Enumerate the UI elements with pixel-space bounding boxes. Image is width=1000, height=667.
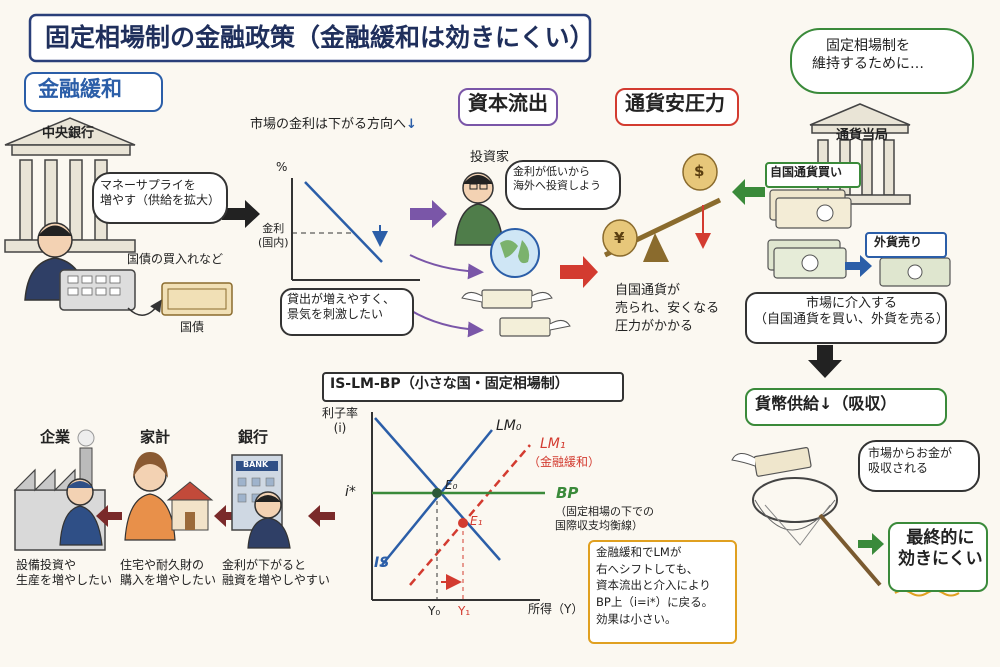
istar-label: i* (345, 484, 356, 500)
buy-domestic-label: 自国通貨買い (770, 165, 843, 179)
e0-point (432, 488, 442, 498)
flow-arrow-2 (410, 200, 447, 228)
yen-notes-icon (769, 189, 852, 229)
investor-speech: 金利が低いから 海外へ投資しよう (513, 165, 601, 192)
investor-person-icon (454, 172, 504, 246)
down-arrow-icon: ↓ (406, 117, 417, 132)
flow-arrow-1 (222, 200, 260, 228)
lm0-label: LM₀ (496, 418, 522, 434)
bond-purchase-label: 国債の買入れなど (127, 252, 224, 266)
flying-money-icon (461, 289, 571, 337)
intervene-label: 市場に介入する （自国通貨を買い、外貨を売る） (754, 296, 950, 328)
yen-symbol: ¥ (614, 229, 625, 247)
e1-label: E₁ (470, 514, 483, 528)
flow-arrow-3 (560, 256, 598, 288)
rate-caption: 市場の金利は下がる方向へ↓ (250, 117, 417, 132)
bond-label: 国債 (180, 320, 205, 334)
final-result: 最終的に 効きにくい (898, 528, 983, 570)
e1-point (458, 518, 468, 528)
dollar-bag-icon (682, 153, 718, 191)
islmbp-title: IS-LM-BP（小さな国・固定相場制） (330, 376, 569, 392)
outflow-arrow-b (409, 309, 484, 338)
lm1-note: （金融緩和） (528, 455, 601, 469)
money-supply-heading: 貨幣供給↓（吸収） (755, 394, 897, 413)
firm-title: 企業 (40, 428, 71, 446)
bp-label: BP (556, 484, 579, 502)
bank-speech: マネーサプライを 増やす（供給を拡大） (100, 178, 221, 207)
rate-y-unit: % (276, 160, 288, 174)
lm1-curve (409, 444, 531, 586)
yen-bag-icon (602, 219, 638, 257)
rate-decline-line (304, 181, 383, 263)
sell-foreign-label: 外貨売り (874, 235, 923, 249)
flow-arrow-graph-bank (308, 505, 335, 527)
e0-label: E₀ (445, 478, 458, 492)
capital-heading: 資本流出 (468, 91, 548, 115)
currency-seesaw-icon (602, 153, 722, 262)
central-bank-label: 中央銀行 (42, 126, 95, 141)
worker-person-icon (59, 478, 103, 546)
title-frame (28, 13, 592, 63)
authority-thought: 固定相場制を 維持するために… (812, 38, 924, 72)
money-supply-speech: 市場からお金が 吸収される (868, 446, 953, 475)
dollar-symbol: $ (694, 162, 705, 180)
bank-note: 金利が下がると 融資を増やしやすい (222, 558, 330, 587)
currency-note: 自国通貨が 売られ、安くなる 圧力がかかる (615, 283, 720, 335)
bank-sign: BANK (243, 460, 269, 469)
lm1-label: LM₁ (540, 436, 566, 452)
house-icon (166, 481, 214, 531)
monetary-authority-building-icon (809, 103, 911, 205)
dollar-notes-icon (767, 239, 847, 279)
islmbp-diagram (371, 412, 545, 601)
net-catching-money-icon (731, 447, 882, 587)
flow-arrow-bank-firm (96, 505, 122, 527)
calculator-keyboard-icon (59, 269, 136, 311)
rate-note: 貸出が増えやすく、 景気を刺激したい (287, 292, 396, 321)
flow-arrow-household (214, 505, 240, 527)
final-arrow (858, 533, 884, 555)
outflow-arrow-a (409, 254, 484, 280)
buy-arrow (732, 179, 765, 205)
rate-label: 金利 (国内) (258, 222, 289, 249)
bp-note: （固定相場の下での 国際収支均衡線） (555, 505, 654, 532)
rate-graph (291, 178, 420, 281)
y1-label: Y₁ (458, 604, 471, 618)
page-title: 固定相場制の金融政策（金融緩和は効きにくい） (45, 23, 595, 52)
flow-arrow-down (808, 345, 842, 378)
is-label: IS (374, 555, 390, 571)
sell-arrow (845, 255, 872, 277)
household-title: 家計 (140, 428, 171, 446)
foreign-notes-icon (879, 257, 951, 287)
currency-heading: 通貨安圧力 (625, 91, 725, 115)
islmbp-explanation: 金融緩和でLMが 右へシフトしても、 資本流出と介入により BP上（i=i*）に… (596, 545, 714, 626)
easing-heading: 金融緩和 (38, 77, 122, 101)
globe-icon (490, 228, 540, 278)
household-note: 住宅や耐久財の 購入を増やしたい (120, 558, 217, 587)
y0-label: Y₀ (428, 604, 441, 618)
bond-arrow (127, 299, 162, 316)
authority-label: 通貨当局 (836, 128, 889, 143)
firm-note: 設備投資や 生産を増やしたい (16, 558, 113, 587)
y-axis-label: 利子率 (i) (322, 406, 359, 435)
government-bond-icon (161, 282, 233, 316)
household-person-icon (124, 452, 176, 541)
investor-label: 投資家 (470, 150, 510, 165)
banker-clerk-icon (247, 491, 291, 549)
bank-title: 銀行 (238, 428, 269, 446)
x-axis-label: 所得（Y） (528, 602, 584, 616)
